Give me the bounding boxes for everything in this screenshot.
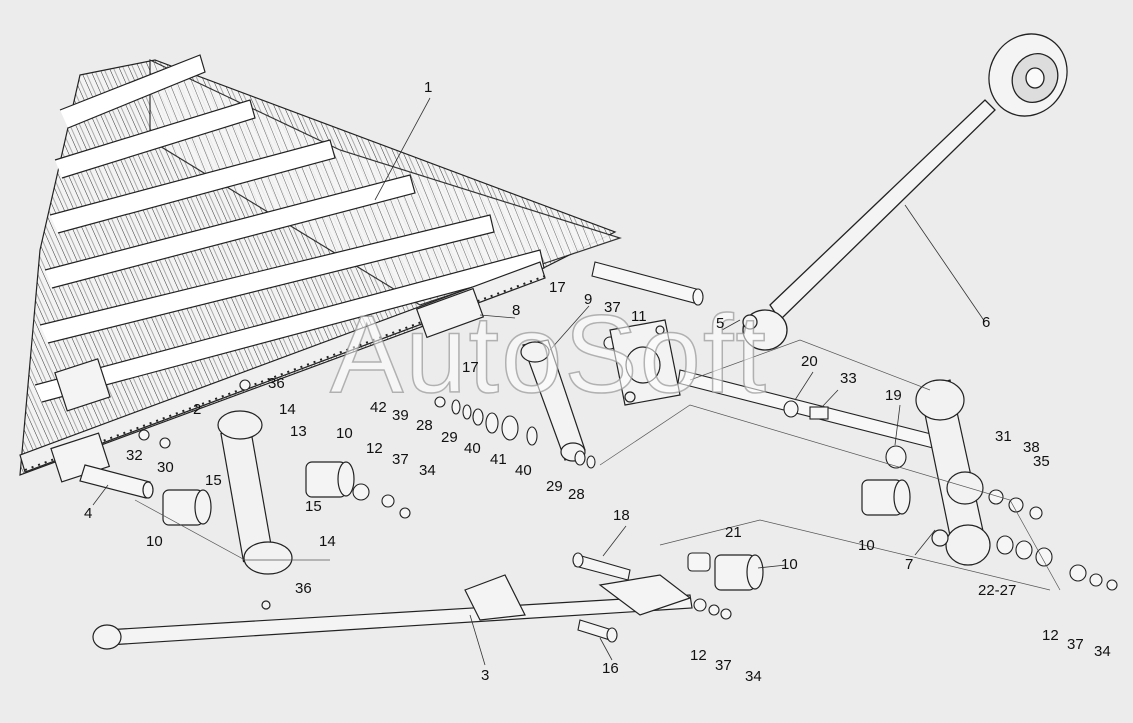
callout-15-left: 15 bbox=[205, 472, 222, 489]
callout-14-upper: 14 bbox=[279, 401, 296, 418]
callout-18: 18 bbox=[613, 507, 630, 524]
callout-29-upper: 29 bbox=[441, 429, 458, 446]
callout-42: 42 bbox=[370, 399, 387, 416]
callout-12-right: 12 bbox=[1042, 627, 1059, 644]
callout-21: 21 bbox=[725, 524, 742, 541]
callout-41: 41 bbox=[490, 451, 507, 468]
callout-6: 6 bbox=[982, 314, 991, 331]
callout-10-right: 10 bbox=[858, 537, 875, 554]
sieve-assembly bbox=[19, 54, 622, 483]
callout-3: 3 bbox=[481, 667, 490, 684]
arm-7 bbox=[915, 379, 991, 566]
callout-40-right: 40 bbox=[515, 462, 532, 479]
callout-8: 8 bbox=[512, 302, 521, 319]
callout-1: 1 bbox=[424, 79, 433, 96]
pin-4 bbox=[79, 464, 154, 499]
callout-10-upper: 10 bbox=[336, 425, 353, 442]
callout-7: 7 bbox=[905, 556, 914, 573]
callout-40-left: 40 bbox=[464, 440, 481, 457]
main-axle bbox=[591, 261, 936, 449]
callout-22-27: 22-27 bbox=[978, 582, 1017, 599]
callout-20: 20 bbox=[801, 353, 818, 370]
connecting-rod-3 bbox=[92, 574, 693, 650]
callout-19: 19 bbox=[885, 387, 902, 404]
callout-30: 30 bbox=[157, 459, 174, 476]
link-6 bbox=[742, 33, 1068, 351]
callout-12-mid: 12 bbox=[366, 440, 383, 457]
callout-16: 16 bbox=[602, 660, 619, 677]
callout-32: 32 bbox=[126, 447, 143, 464]
callout-38: 38 bbox=[1023, 439, 1040, 456]
callout-5: 5 bbox=[716, 315, 725, 332]
callout-13: 13 bbox=[290, 423, 307, 440]
callout-37-right: 37 bbox=[1067, 636, 1084, 653]
callout-31: 31 bbox=[995, 428, 1012, 445]
callout-37-mid: 37 bbox=[392, 451, 409, 468]
callout-11: 11 bbox=[631, 308, 647, 325]
callout-28-lower: 28 bbox=[568, 486, 585, 503]
autosoft-watermark: AutoSoft bbox=[329, 293, 768, 416]
callout-14-lower: 14 bbox=[319, 533, 336, 550]
leader-lines bbox=[92, 97, 986, 666]
callout-36-lower: 36 bbox=[295, 580, 312, 597]
callout-29-lower: 29 bbox=[546, 478, 563, 495]
small-hardware bbox=[138, 336, 1118, 620]
callout-10-lower: 10 bbox=[781, 556, 798, 573]
callout-37-upper: 37 bbox=[604, 299, 621, 316]
callout-39: 39 bbox=[392, 407, 409, 424]
callout-35: 35 bbox=[1033, 453, 1050, 470]
callout-17-lower: 17 bbox=[462, 359, 479, 376]
bushings-10 bbox=[162, 461, 911, 591]
callout-37-lower: 37 bbox=[715, 657, 732, 674]
callout-10-left: 10 bbox=[146, 533, 163, 550]
callout-34-right: 34 bbox=[1094, 643, 1111, 660]
callout-15-right: 15 bbox=[305, 498, 322, 515]
callout-12-lower: 12 bbox=[690, 647, 707, 664]
callout-36-upper: 36 bbox=[268, 375, 285, 392]
callout-4: 4 bbox=[84, 505, 93, 522]
callout-28-upper: 28 bbox=[416, 417, 433, 434]
plate-11 bbox=[609, 319, 681, 406]
callout-2: 2 bbox=[193, 401, 202, 418]
assembly-guides bbox=[134, 339, 1061, 591]
callout-34-mid: 34 bbox=[419, 462, 436, 479]
callout-33: 33 bbox=[840, 370, 857, 387]
callout-34-lower: 34 bbox=[745, 668, 762, 685]
callout-9: 9 bbox=[584, 291, 593, 308]
callout-17-upper: 17 bbox=[549, 279, 566, 296]
